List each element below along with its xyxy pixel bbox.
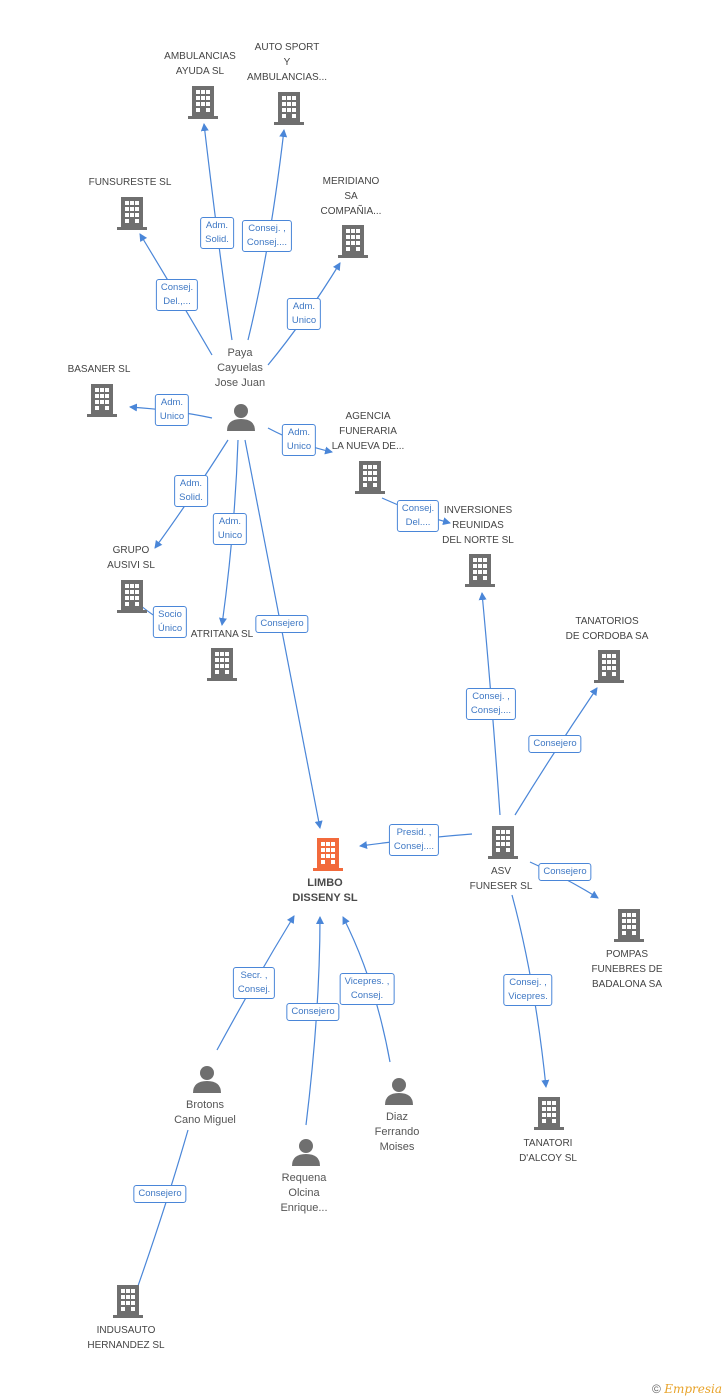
relation-label[interactable]: Socio Único xyxy=(152,606,188,638)
relation-label[interactable]: Adm. Solid. xyxy=(200,217,234,249)
building-icon[interactable] xyxy=(463,551,497,589)
building-icon[interactable] xyxy=(532,1094,566,1132)
relation-label[interactable]: Consejero xyxy=(255,615,309,633)
building-icon[interactable] xyxy=(186,83,220,121)
relation-label[interactable]: Consejero xyxy=(286,1003,340,1021)
node-label-agencia[interactable]: AGENCIA FUNERARIA LA NUEVA DE... xyxy=(331,411,405,452)
building-icon[interactable] xyxy=(85,381,119,419)
node-label-requena[interactable]: Requena Olcina Enrique... xyxy=(280,1172,328,1214)
person-icon[interactable] xyxy=(226,402,256,432)
relation-label[interactable]: Adm. Unico xyxy=(286,298,322,330)
relation-label[interactable]: Consej. , Consej.... xyxy=(465,688,517,720)
relation-label[interactable]: Adm. Unico xyxy=(281,424,317,456)
node-label-tanatori-alcoy[interactable]: TANATORI D'ALCOY SL xyxy=(519,1138,577,1164)
building-icon[interactable] xyxy=(486,823,520,861)
building-icon[interactable] xyxy=(353,458,387,496)
relation-label[interactable]: Consej. , Vicepres. xyxy=(503,974,553,1006)
node-label-auto-sport[interactable]: AUTO SPORT Y AMBULANCIAS... xyxy=(246,42,328,83)
node-label-meridiano[interactable]: MERIDIANO SA COMPAÑIA... xyxy=(320,176,382,217)
building-icon[interactable] xyxy=(592,647,626,685)
footer-credit: © Empresia xyxy=(652,1382,722,1396)
node-label-paya[interactable]: Paya Cayuelas Jose Juan xyxy=(214,347,266,389)
focus-company-icon[interactable] xyxy=(311,835,345,873)
edge-line xyxy=(305,916,324,1126)
node-label-funsureste[interactable]: FUNSURESTE SL xyxy=(88,177,172,188)
node-label-basaner[interactable]: BASANER SL xyxy=(67,364,131,375)
relation-label[interactable]: Consej. , Consej.... xyxy=(241,220,293,252)
relation-label[interactable]: Secr. , Consej. xyxy=(232,967,276,999)
node-label-limbo[interactable]: LIMBO DISSENY SL xyxy=(292,877,358,904)
relation-label[interactable]: Consej. Del.,... xyxy=(155,279,199,311)
brand-logo[interactable]: Empresia xyxy=(664,1382,722,1396)
node-label-ambulancias-ayuda[interactable]: AMBULANCIAS AYUDA SL xyxy=(164,51,236,77)
edge-line xyxy=(244,439,323,829)
node-label-pompas[interactable]: POMPAS FUNEBRES DE BADALONA SA xyxy=(591,949,663,990)
node-label-indusauto[interactable]: INDUSAUTO HERNANDEZ SL xyxy=(87,1325,165,1351)
relation-label[interactable]: Presid. , Consej.... xyxy=(388,824,440,856)
person-icon[interactable] xyxy=(192,1064,222,1094)
edge-line xyxy=(130,1129,189,1304)
copyright-symbol: © xyxy=(652,1382,661,1396)
relation-label[interactable]: Vicepres. , Consej. xyxy=(339,973,395,1005)
node-label-brotons[interactable]: Brotons Cano Miguel xyxy=(174,1099,236,1126)
person-icon[interactable] xyxy=(384,1076,414,1106)
node-label-inversiones[interactable]: INVERSIONES REUNIDAS DEL NORTE SL xyxy=(442,505,514,546)
building-icon[interactable] xyxy=(115,577,149,615)
node-label-asv[interactable]: ASV FUNESER SL xyxy=(469,866,533,892)
node-label-tanatorios-cordoba[interactable]: TANATORIOS DE CORDOBA SA xyxy=(565,616,649,642)
building-icon[interactable] xyxy=(111,1282,145,1320)
relation-label[interactable]: Consejero xyxy=(528,735,582,753)
person-icon[interactable] xyxy=(291,1137,321,1167)
relation-label[interactable]: Consejero xyxy=(538,863,592,881)
relation-label[interactable]: Consejero xyxy=(133,1185,187,1203)
relation-label[interactable]: Adm. Unico xyxy=(154,394,190,426)
building-icon[interactable] xyxy=(272,89,306,127)
relation-label[interactable]: Consej. Del.... xyxy=(396,500,440,532)
node-label-diaz[interactable]: Diaz Ferrando Moises xyxy=(374,1111,420,1153)
building-icon[interactable] xyxy=(612,906,646,944)
building-icon[interactable] xyxy=(205,645,239,683)
relation-label[interactable]: Adm. Solid. xyxy=(174,475,208,507)
relation-label[interactable]: Adm. Unico xyxy=(212,513,248,545)
node-label-atritana[interactable]: ATRITANA SL xyxy=(190,629,254,640)
node-label-grupo-ausivi[interactable]: GRUPO AUSIVI SL xyxy=(107,545,155,571)
building-icon[interactable] xyxy=(336,222,370,260)
building-icon[interactable] xyxy=(115,194,149,232)
